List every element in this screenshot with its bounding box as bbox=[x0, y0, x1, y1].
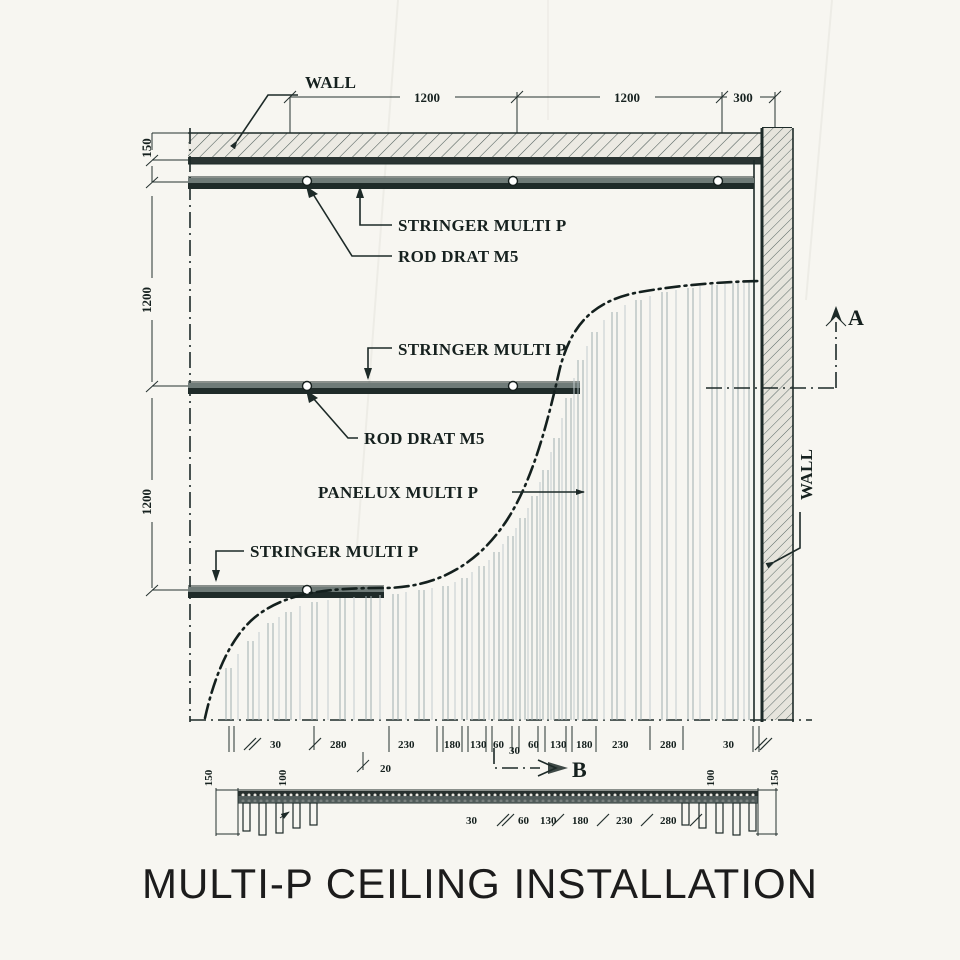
dim-plan-left-inner: 100 bbox=[277, 769, 289, 786]
rod-node bbox=[507, 380, 519, 392]
dim-bottom-12: 30 bbox=[723, 739, 735, 751]
dim-plan-right-inner: 100 bbox=[705, 769, 717, 786]
dim-top-2: 1200 bbox=[614, 90, 640, 105]
dim-left-1200-upper: 1200 bbox=[139, 287, 154, 313]
dim-plan-chain-0: 30 bbox=[466, 815, 478, 827]
callout-stringer-2: STRINGER MULTI P bbox=[364, 340, 567, 380]
left-dimension-chain: 150 1200 1200 bbox=[139, 132, 190, 597]
scan-artifacts bbox=[355, 0, 833, 561]
dim-bottom-7: 60 bbox=[528, 739, 540, 751]
panelux-slats bbox=[225, 282, 750, 720]
dim-bottom-9: 180 bbox=[576, 739, 593, 751]
dim-bottom-11: 280 bbox=[660, 739, 677, 751]
top-dimension-chain: 1200 1200 300 bbox=[283, 90, 782, 136]
dim-bottom-extra: 20 bbox=[380, 763, 392, 775]
dim-bottom-10: 230 bbox=[612, 739, 629, 751]
panelux-profile-curve bbox=[203, 279, 760, 720]
rod-node bbox=[712, 175, 724, 187]
stringer-middle bbox=[188, 380, 580, 394]
callout-stringer-1: STRINGER MULTI P bbox=[356, 186, 567, 235]
drawing-title: MULTI-P CEILING INSTALLATION bbox=[142, 860, 818, 907]
dim-bottom-0: 30 bbox=[270, 739, 282, 751]
dim-bottom-2: 230 bbox=[398, 739, 415, 751]
dim-left-150: 150 bbox=[139, 138, 154, 158]
dim-plan-chain-5: 280 bbox=[660, 815, 677, 827]
dim-bottom-1: 280 bbox=[330, 739, 347, 751]
rod-node bbox=[301, 175, 313, 187]
callout-wall-right-label: WALL bbox=[797, 449, 816, 500]
section-marker-a-label: A bbox=[848, 305, 864, 330]
callout-rod-1-label: ROD DRAT M5 bbox=[398, 247, 519, 266]
dim-top-3: 300 bbox=[733, 90, 753, 105]
rod-node bbox=[301, 380, 313, 392]
callout-panelux: PANELUX MULTI P bbox=[318, 483, 585, 502]
right-wall bbox=[753, 128, 794, 722]
stringer-bottom bbox=[188, 584, 384, 598]
dim-bottom-8: 130 bbox=[550, 739, 567, 751]
callout-stringer-1-label: STRINGER MULTI P bbox=[398, 216, 567, 235]
bottom-dimension-chain: 30 280 230 180 130 60 30 60 130 180 230 … bbox=[228, 726, 773, 775]
section-marker-b-label: B bbox=[572, 757, 587, 782]
dim-bottom-5: 60 bbox=[493, 739, 505, 751]
dim-bottom-4: 130 bbox=[470, 739, 487, 751]
callout-panelux-label: PANELUX MULTI P bbox=[318, 483, 478, 502]
dim-plan-chain-4: 230 bbox=[616, 815, 633, 827]
callout-stringer-3-label: STRINGER MULTI P bbox=[250, 542, 419, 561]
dim-plan-left-outer: 150 bbox=[203, 769, 215, 786]
callout-rod-2-label: ROD DRAT M5 bbox=[364, 429, 485, 448]
callout-stringer-2-label: STRINGER MULTI P bbox=[398, 340, 567, 359]
callout-rod-2: ROD DRAT M5 bbox=[306, 390, 485, 448]
section-marker-a: A bbox=[706, 305, 864, 389]
stringer-top bbox=[188, 175, 754, 189]
plan-view: 150 100 100 150 30 60 130 180 230 280 bbox=[203, 769, 781, 836]
dim-plan-chain-1: 60 bbox=[518, 815, 530, 827]
dim-plan-chain-3: 180 bbox=[572, 815, 589, 827]
dim-bottom-3: 180 bbox=[444, 739, 461, 751]
dim-plan-chain-2: 130 bbox=[540, 815, 557, 827]
callout-wall-top-label: WALL bbox=[305, 73, 356, 92]
callout-rod-1: ROD DRAT M5 bbox=[306, 186, 519, 266]
dim-top-1: 1200 bbox=[414, 90, 440, 105]
left-center-line bbox=[189, 128, 812, 722]
section-marker-b: B bbox=[493, 748, 587, 782]
rod-node bbox=[507, 175, 519, 187]
callout-wall-top: WALL bbox=[230, 73, 356, 150]
dim-plan-right-outer: 150 bbox=[769, 769, 781, 786]
ceiling-slab bbox=[188, 132, 773, 165]
callout-wall-right: WALL bbox=[765, 449, 816, 569]
callout-stringer-3: STRINGER MULTI P bbox=[212, 542, 419, 582]
dim-left-1200-lower: 1200 bbox=[139, 489, 154, 515]
dim-bottom-6: 30 bbox=[509, 745, 521, 757]
